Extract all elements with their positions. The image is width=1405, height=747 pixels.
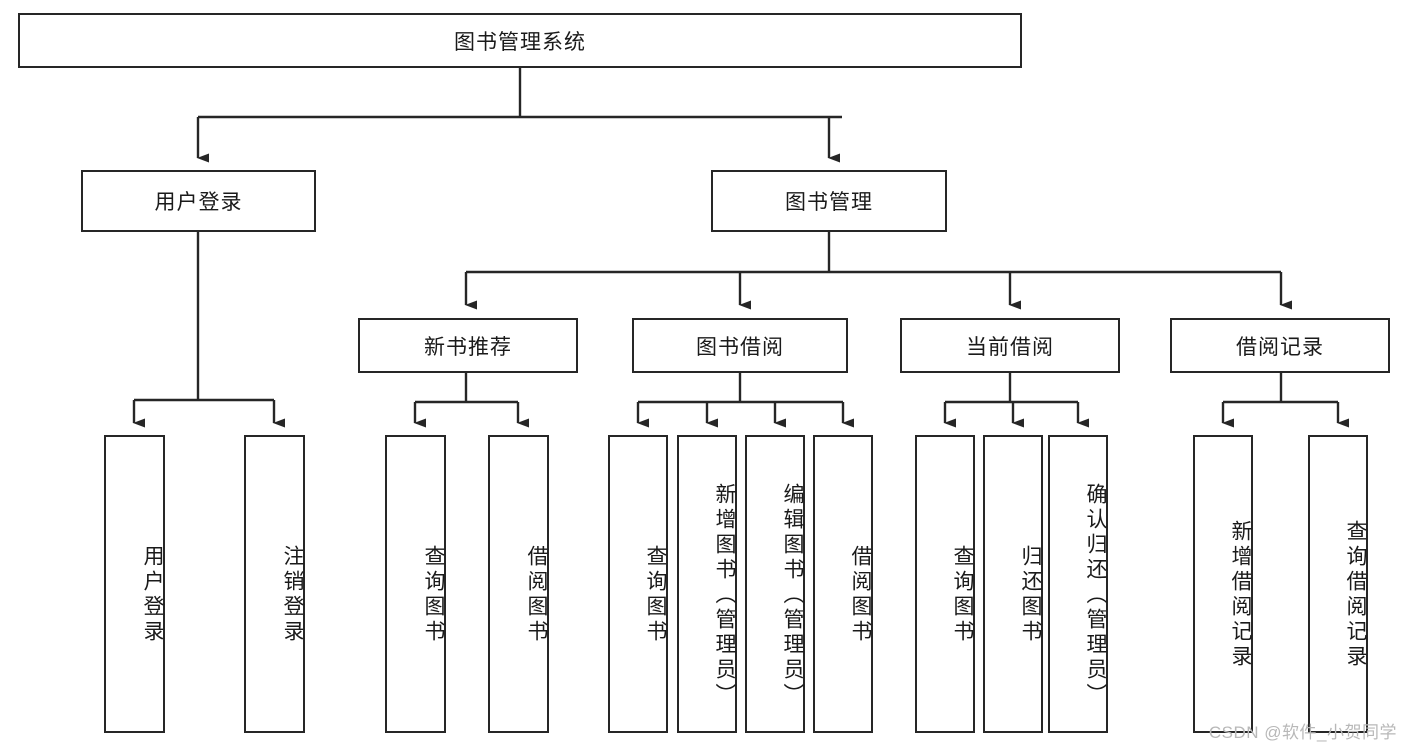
node-label: 注销登录 [281, 545, 304, 645]
node-label: 图书管理系统 [454, 30, 586, 54]
node-label: 用户登录 [141, 545, 164, 645]
leaf-edit-book-admin[interactable]: 编辑图书（管理员） [745, 435, 805, 733]
node-book-borrow[interactable]: 图书借阅 [632, 318, 848, 373]
leaf-borrow-book-recommend[interactable]: 借阅图书 [488, 435, 549, 733]
node-label: 新增借阅记录 [1229, 520, 1252, 670]
node-label: 用户登录 [154, 191, 243, 214]
node-label: 查询图书 [422, 545, 445, 645]
leaf-query-book-borrow[interactable]: 查询图书 [608, 435, 668, 733]
node-label: 编辑图书（管理员） [781, 482, 804, 708]
leaf-add-book-admin[interactable]: 新增图书（管理员） [677, 435, 737, 733]
node-label: 借阅图书 [525, 545, 548, 645]
node-label: 查询图书 [644, 545, 667, 645]
node-label: 新增图书（管理员） [713, 482, 736, 708]
node-book-management[interactable]: 图书管理 [711, 170, 947, 232]
node-label: 借阅图书 [849, 545, 872, 645]
node-label: 查询图书 [951, 545, 974, 645]
node-label: 图书管理 [785, 191, 873, 214]
leaf-add-borrow-record[interactable]: 新增借阅记录 [1193, 435, 1253, 733]
node-label: 借阅记录 [1236, 335, 1324, 359]
node-label: 查询借阅记录 [1344, 520, 1367, 670]
leaf-logout[interactable]: 注销登录 [244, 435, 305, 733]
node-label: 确认归还（管理员） [1084, 482, 1107, 708]
leaf-return-book[interactable]: 归还图书 [983, 435, 1043, 733]
leaf-query-book-current[interactable]: 查询图书 [915, 435, 975, 733]
leaf-query-borrow-record[interactable]: 查询借阅记录 [1308, 435, 1368, 733]
node-label: 新书推荐 [424, 335, 512, 359]
leaf-confirm-return-admin[interactable]: 确认归还（管理员） [1048, 435, 1108, 733]
leaf-borrow-book[interactable]: 借阅图书 [813, 435, 873, 733]
node-root[interactable]: 图书管理系统 [18, 13, 1022, 68]
leaf-query-book-recommend[interactable]: 查询图书 [385, 435, 446, 733]
leaf-user-login[interactable]: 用户登录 [104, 435, 165, 733]
node-user-login[interactable]: 用户登录 [81, 170, 316, 232]
node-label: 当前借阅 [966, 335, 1054, 359]
node-borrow-record[interactable]: 借阅记录 [1170, 318, 1390, 373]
node-label: 图书借阅 [696, 335, 784, 359]
node-new-book-recommend[interactable]: 新书推荐 [358, 318, 578, 373]
node-current-borrow[interactable]: 当前借阅 [900, 318, 1120, 373]
node-label: 归还图书 [1019, 545, 1042, 645]
